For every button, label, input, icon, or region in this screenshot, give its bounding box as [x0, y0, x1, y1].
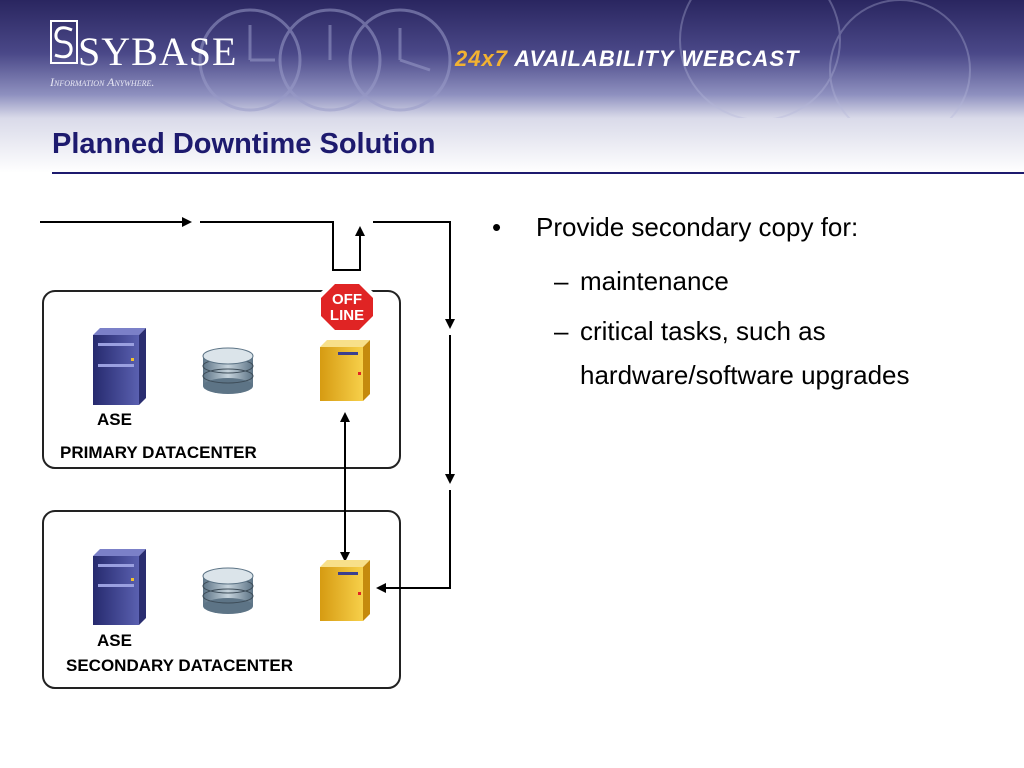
tagline: Information Anywhere. — [50, 75, 155, 89]
offline-stop-sign-icon: OFF LINE — [317, 280, 377, 334]
sybase-logo-text: SYBASE — [78, 29, 238, 74]
sub-bullet-text: hardware/software upgrades — [580, 360, 910, 390]
bullet-dot: • — [492, 212, 502, 242]
offline-sign-line2: LINE — [330, 307, 364, 324]
secondary-datacenter-label: SECONDARY DATACENTER — [66, 656, 293, 675]
webcast-title: AVAILABILITY WEBCAST — [507, 46, 800, 71]
secondary-replication-server-icon — [320, 560, 370, 621]
sub-bullet-text: maintenance — [580, 266, 729, 296]
title-divider — [52, 172, 1024, 174]
header-fade — [0, 118, 1024, 173]
sybase-logo — [50, 20, 78, 69]
primary-ase-server-icon — [93, 328, 146, 405]
sub-bullet-dash: – — [554, 266, 569, 296]
primary-ase-label: ASE — [97, 410, 132, 429]
datacenter-diagram: OFF LINE — [40, 217, 455, 689]
right-line-down — [373, 221, 455, 329]
bullet-main-text: Provide secondary copy for: — [536, 212, 859, 242]
primary-database-icon — [202, 347, 254, 394]
secondary-ase-label: ASE — [97, 631, 132, 650]
primary-datacenter-box — [42, 290, 401, 469]
sub-bullet-dash: – — [554, 316, 569, 346]
sybase-s-icon — [50, 20, 78, 64]
to-secondary-arrow — [376, 490, 451, 593]
primary-datacenter-label: PRIMARY DATACENTER — [60, 443, 257, 462]
webcast-banner: 24x7 AVAILABILITY WEBCAST — [455, 46, 799, 72]
secondary-datacenter-box — [42, 510, 401, 689]
offline-sign-line1: OFF — [332, 291, 362, 308]
primary-replication-server-icon — [320, 340, 370, 401]
webcast-24x7: 24x7 — [455, 46, 508, 71]
clock-decoration — [198, 0, 971, 118]
secondary-database-icon — [202, 567, 254, 614]
slide-title: Planned Downtime Solution — [52, 128, 436, 160]
secondary-ase-server-icon — [93, 549, 146, 625]
loop-line — [200, 221, 365, 271]
slide-header: SYBASE Information Anywhere. 24x7 AVAILA… — [0, 0, 1024, 118]
sub-bullet-text: critical tasks, such as — [580, 316, 826, 346]
